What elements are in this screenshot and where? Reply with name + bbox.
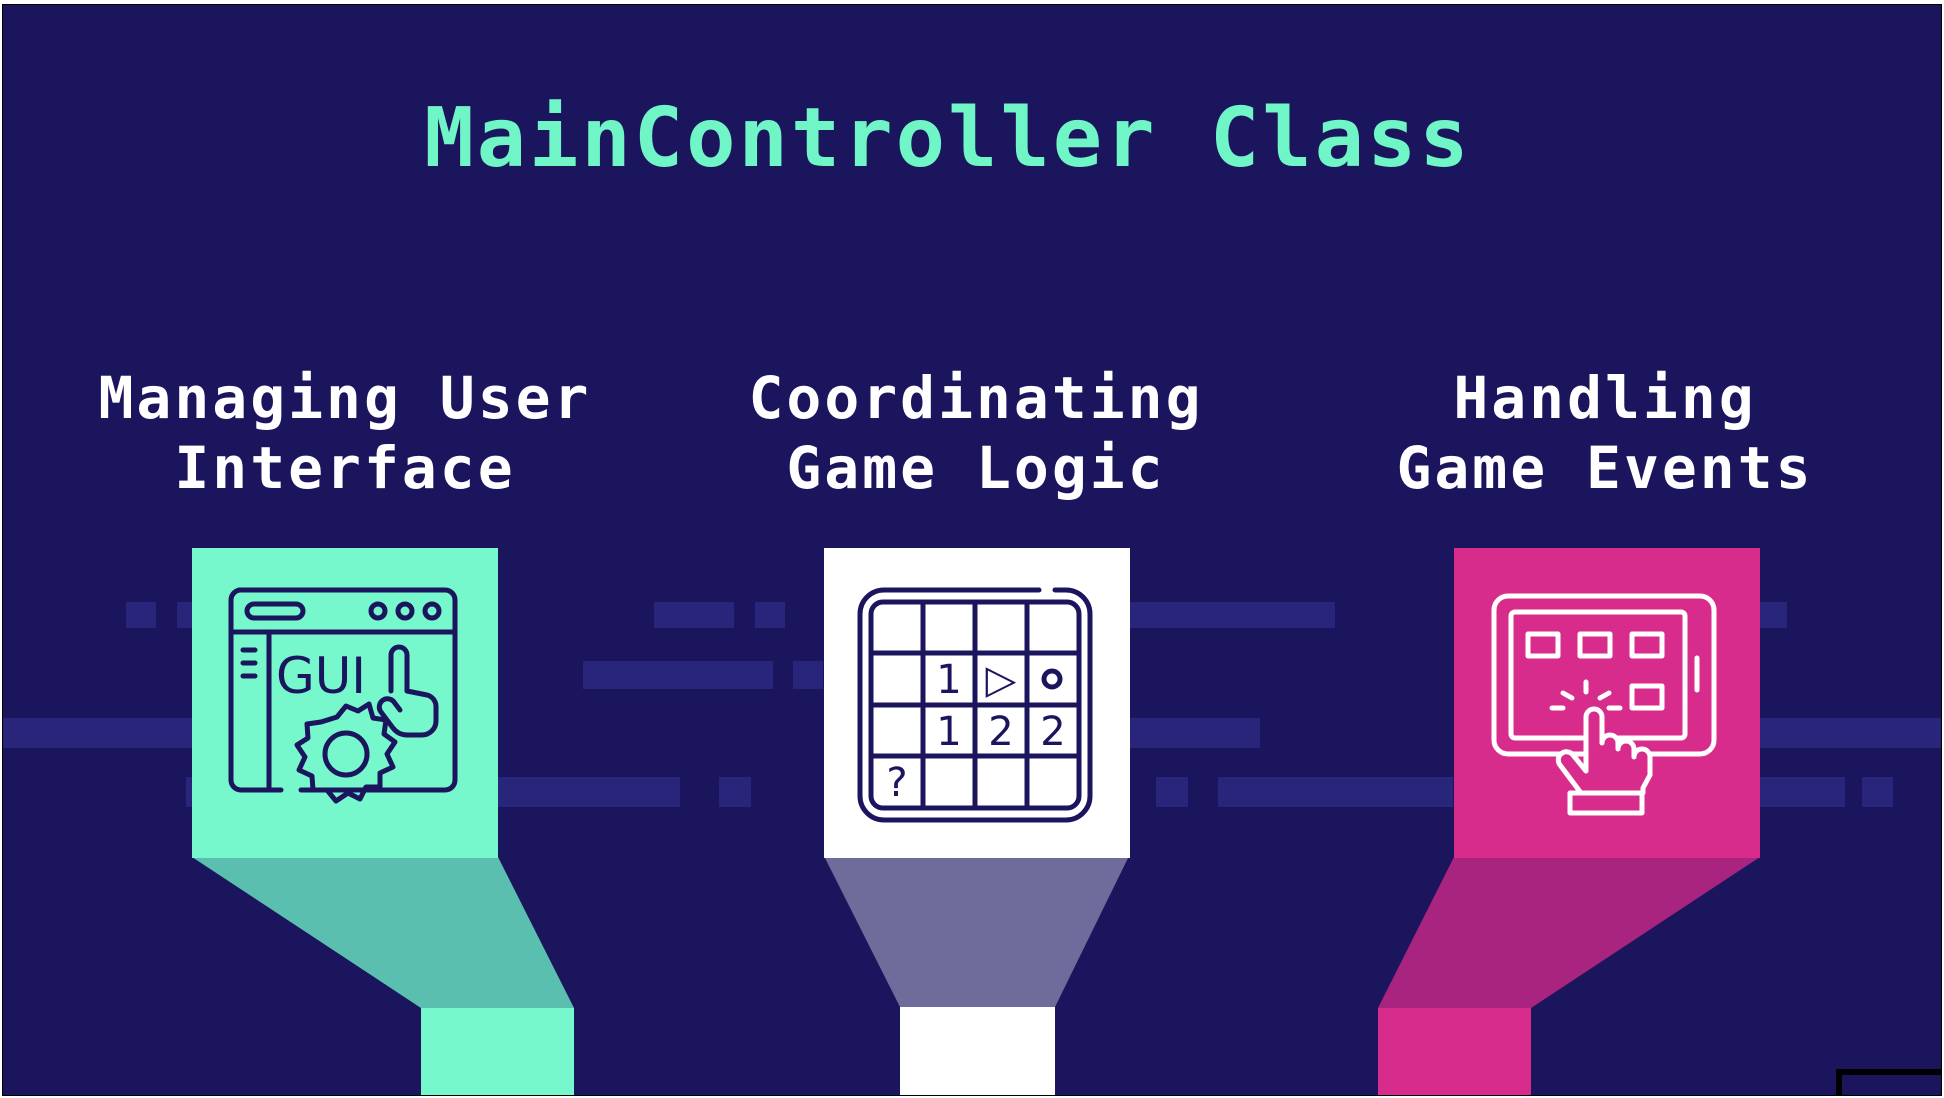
column-2-heading-line-2: Game Logic bbox=[786, 434, 1166, 502]
column-2-base bbox=[900, 1007, 1055, 1095]
grid-cell-3: 2 bbox=[988, 709, 1013, 755]
column-1-heading-line-2: Interface bbox=[174, 434, 516, 502]
grid-cell-1: 1 bbox=[936, 657, 961, 703]
column-1-graphic: GUI bbox=[192, 548, 574, 1095]
touch-tablet-icon bbox=[1491, 593, 1717, 816]
column-2-heading: Coordinating Game Logic bbox=[656, 363, 1296, 503]
slide: GUI 1 ▷ 1 2 2 bbox=[2, 4, 1942, 1096]
gui-window-icon bbox=[228, 587, 458, 804]
column-2-connector bbox=[824, 856, 1129, 1007]
grid-cell-4: 2 bbox=[1040, 709, 1065, 755]
column-3-connector bbox=[1378, 857, 1760, 1008]
column-3-graphic bbox=[1378, 548, 1760, 1095]
column-1-heading-line-1: Managing User bbox=[98, 364, 592, 432]
column-2-heading-line-1: Coordinating bbox=[748, 364, 1204, 432]
column-3-heading: Handling Game Events bbox=[1285, 363, 1925, 503]
slide-title: MainController Class bbox=[424, 91, 1472, 186]
column-3-heading-line-2: Game Events bbox=[1396, 434, 1814, 502]
column-3-base bbox=[1378, 1008, 1531, 1095]
grid-cell-flag: ▷ bbox=[986, 657, 1017, 703]
grid-cell-2: 1 bbox=[936, 709, 961, 755]
game-grid-icon bbox=[857, 587, 1093, 823]
column-3-heading-line-1: Handling bbox=[1453, 364, 1757, 432]
slide-graphics: GUI 1 ▷ 1 2 2 bbox=[3, 5, 1941, 1095]
gui-label: GUI bbox=[276, 647, 366, 705]
column-2-graphic: 1 ▷ 1 2 2 ? bbox=[824, 548, 1130, 1095]
column-1-heading: Managing User Interface bbox=[25, 363, 665, 503]
grid-cell-question: ? bbox=[886, 760, 907, 806]
corner-marker-inner bbox=[1842, 1075, 1941, 1095]
column-1-base bbox=[421, 1008, 574, 1095]
column-1-icon-box bbox=[192, 548, 498, 858]
column-1-connector bbox=[192, 857, 574, 1008]
